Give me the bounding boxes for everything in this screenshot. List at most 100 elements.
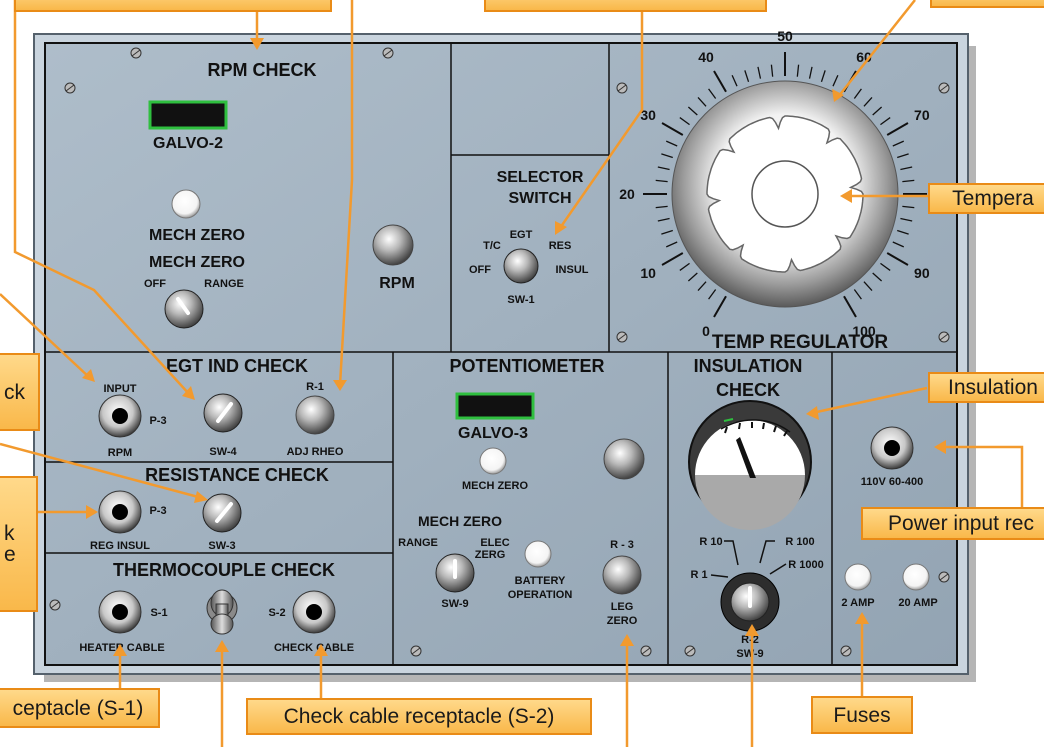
dial-minor-tick	[657, 217, 670, 222]
callout-top-right-partial	[930, 0, 1044, 8]
mech-zero-range-knob[interactable]	[164, 289, 204, 329]
sw-3-knob[interactable]	[202, 493, 242, 533]
egt-ind-check-title: EGT IND CHECK	[166, 356, 308, 376]
egt-p3-label: P-3	[149, 415, 166, 427]
callout-egt-check: ck	[0, 353, 40, 431]
dial-major-tick	[886, 122, 909, 136]
dial-major-tick	[661, 122, 684, 136]
r100-label: R 100	[785, 536, 814, 548]
selector-pos-egt: EGT	[510, 229, 533, 241]
egt-input-label: INPUT	[104, 383, 137, 395]
galvo-3-window	[455, 392, 535, 420]
egt-rpm-label: RPM	[108, 447, 132, 459]
r1-label: R 1	[690, 569, 707, 581]
pot-range-label: RANGE	[398, 537, 438, 549]
sw-9-pot-knob[interactable]	[435, 553, 475, 593]
section-dividers	[45, 43, 957, 665]
fuse-2-amp-label: 2 AMP	[841, 597, 874, 609]
mech-zero-button[interactable]	[171, 189, 201, 219]
sw-4-knob[interactable]	[203, 393, 243, 433]
dial-minor-tick	[808, 66, 813, 79]
check-cable-label: CHECK CABLE	[274, 642, 354, 654]
dial-minor-tick	[770, 64, 774, 77]
dial-number: 20	[619, 186, 635, 202]
potentiometer-knob[interactable]	[603, 438, 645, 480]
callout-check-cable: Check cable receptacle (S-2)	[246, 698, 592, 735]
rpm-check-title: RPM CHECK	[207, 60, 316, 80]
res-p3-label: P-3	[149, 505, 166, 517]
dial-minor-tick	[880, 262, 891, 271]
screw-icon	[938, 571, 950, 583]
dial-minor-tick	[892, 241, 905, 248]
r-1-label: R-1	[306, 381, 324, 393]
dial-minor-tick	[880, 117, 891, 126]
galvo-3-label: GALVO-3	[458, 425, 528, 442]
pot-mech-zero-label: MECH ZERO	[462, 480, 528, 492]
pot-elec-label: ELEC	[480, 537, 509, 549]
temp-dial-scale	[643, 52, 927, 318]
selector-pos-insul: INSUL	[556, 264, 589, 276]
dial-minor-tick	[665, 140, 678, 147]
power-input-jack[interactable]	[870, 426, 914, 470]
dial-minor-tick	[796, 64, 800, 77]
dial-number: 90	[914, 265, 930, 281]
thermocouple-check-title: THERMOCOUPLE CHECK	[113, 560, 335, 580]
dial-minor-tick	[897, 153, 909, 159]
leg-zero-knob[interactable]	[602, 555, 642, 595]
selector-switch-knob[interactable]	[503, 248, 539, 284]
battery-operation-button[interactable]	[524, 540, 552, 568]
egt-rpm-jack[interactable]	[98, 394, 142, 438]
dial-minor-tick	[665, 241, 678, 248]
dial-minor-tick	[900, 217, 913, 222]
screw-icon	[938, 331, 950, 343]
dial-minor-tick	[853, 88, 862, 99]
mech-zero-knob-title: MECH ZERO	[149, 254, 245, 271]
r1000-label: R 1000	[788, 559, 823, 571]
screw-icon	[130, 47, 142, 59]
zero-label: ZERO	[607, 615, 638, 627]
dial-minor-tick	[872, 272, 883, 282]
callout-insulation-meter: Insulation	[928, 372, 1044, 403]
mech-zero-label: MECH ZERO	[149, 227, 245, 244]
dial-minor-tick	[697, 281, 707, 292]
check-cable-jack[interactable]	[292, 590, 336, 634]
rpm-knob[interactable]	[372, 224, 414, 266]
heater-cable-jack[interactable]	[98, 590, 142, 634]
dial-major-tick	[713, 295, 727, 318]
callout-power-input: Power input rec	[861, 507, 1044, 540]
callout-temp-knob: Tempera	[928, 183, 1044, 214]
toggle-switch[interactable]	[206, 589, 238, 635]
dial-minor-tick	[661, 153, 673, 159]
dial-number: 30	[640, 107, 656, 123]
r-2-range-knob[interactable]	[720, 572, 780, 632]
adj-rheo-knob[interactable]	[295, 395, 335, 435]
battery-label-2: OPERATION	[508, 589, 573, 601]
temp-regulator-title: TEMP REGULATOR	[712, 332, 889, 353]
resistance-check-title: RESISTANCE CHECK	[145, 465, 329, 485]
s-2-label: S-2	[268, 607, 285, 619]
callout-top-left-partial	[14, 0, 332, 12]
adj-rheo-label: ADJ RHEO	[287, 446, 344, 458]
dial-minor-tick	[679, 262, 690, 271]
insulation-meter	[688, 400, 812, 530]
reg-insul-jack[interactable]	[98, 490, 142, 534]
selector-sw1-label: SW-1	[507, 294, 534, 306]
dial-major-tick	[713, 70, 727, 93]
dial-minor-tick	[655, 205, 668, 209]
dial-minor-tick	[897, 229, 909, 235]
power-receptacle-label: 110V 60-400	[861, 476, 923, 488]
pot-zerg-label: ZERG	[475, 549, 506, 561]
r-2-label: R-2	[741, 634, 759, 646]
pot-mech-zero-button[interactable]	[479, 447, 507, 475]
fuse-2-amp[interactable]	[844, 563, 872, 591]
dial-minor-tick	[900, 166, 913, 171]
dial-number: 10	[640, 265, 656, 281]
insulation-title-1: INSULATION	[694, 356, 803, 376]
fuse-20-amp[interactable]	[902, 563, 930, 591]
screw-icon	[684, 645, 696, 657]
sw-4-label: SW-4	[209, 446, 237, 458]
callout-fuses: Fuses	[811, 696, 913, 734]
